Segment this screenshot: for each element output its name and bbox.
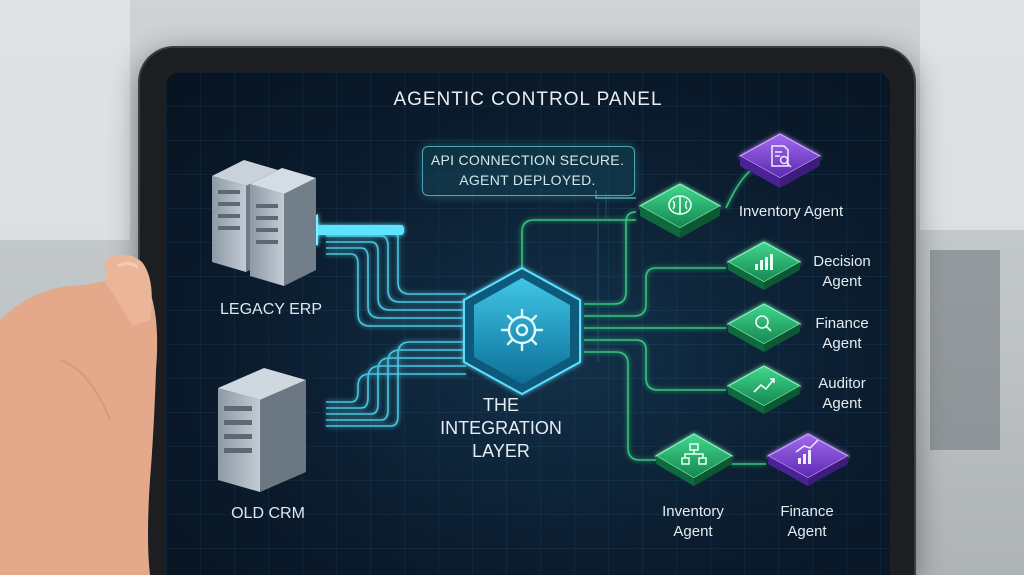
decision-agent-label: Decision Agent (813, 253, 871, 290)
control-panel-screen: AGENTIC CONTROL PANEL API CONNECTION SEC… (166, 72, 890, 575)
org-chart-icon (681, 443, 707, 465)
panel-title: AGENTIC CONTROL PANEL (393, 89, 663, 110)
status-message: API CONNECTION SECURE. AGENT DEPLOYED. (430, 152, 625, 188)
legacy-erp-label: LEGACY ERP (220, 301, 322, 318)
inventory-agent-label-top: Inventory Agent (738, 203, 844, 220)
document-search-icon (771, 145, 792, 168)
background-dark-panel (930, 250, 1000, 450)
finance-agent-label: Finance Agent (815, 315, 869, 352)
integration-hub-hexagon (463, 266, 581, 396)
gear-icon (500, 308, 544, 352)
bar-chart-icon (755, 254, 773, 270)
legacy-erp-server-icon (212, 160, 316, 286)
agent-tile-finance[interactable] (726, 303, 802, 352)
old-crm-label: OLD CRM (231, 505, 305, 522)
old-crm-server-icon (218, 368, 306, 492)
legacy-connection-wires (326, 229, 466, 427)
magnifier-icon (755, 315, 772, 332)
status-message-box (422, 146, 635, 196)
holding-hand (0, 254, 158, 575)
guide-lines (597, 192, 607, 362)
agent-tile-inventory-bottom[interactable] (654, 433, 734, 486)
agent-tile-decision[interactable] (726, 241, 802, 290)
agent-tile-finance-purple[interactable] (766, 433, 850, 486)
growth-chart-icon (795, 439, 819, 464)
background-window-left (0, 0, 130, 240)
line-chart-icon (753, 378, 775, 393)
integration-layer-label: THE INTEGRATION LAYER (440, 395, 562, 461)
diagram-canvas (212, 133, 850, 492)
auditor-agent-label: Auditor Agent (818, 375, 866, 412)
background-window-right (920, 0, 1024, 230)
agent-connection-wires (521, 163, 767, 465)
brain-icon (668, 195, 692, 215)
agent-tile-auditor[interactable] (726, 365, 802, 414)
inventory-agent-label-bottom: Inventory Agent (662, 503, 724, 540)
finance-agent-label-bottom: Finance Agent (780, 503, 834, 540)
